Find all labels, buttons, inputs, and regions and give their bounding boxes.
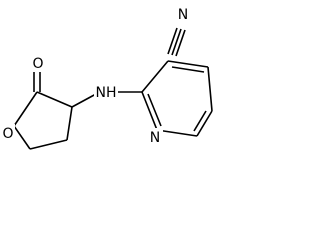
bond-nitrile-1 xyxy=(171,28,182,56)
atom-label-pyridine-n: N xyxy=(150,130,160,146)
bond-co-ch xyxy=(36,91,73,108)
bond-nitrile-2 xyxy=(167,27,178,55)
atom-label-amine-nh: NH xyxy=(96,85,117,101)
bond-ch2-o xyxy=(13,125,31,150)
bond-ch-ch2 xyxy=(66,106,73,141)
bond-c6-c5 xyxy=(196,110,213,137)
atom-label-ring-o: O xyxy=(2,126,13,142)
bond-c2-c1 xyxy=(141,91,158,131)
bond-c4-c3 xyxy=(167,60,209,68)
bond-ch2-ch2 xyxy=(29,139,68,150)
bond-c5-c4 xyxy=(207,66,213,112)
bond-c2-c1-inner xyxy=(147,93,162,127)
bond-c1-c6 xyxy=(156,129,198,137)
bond-nitrile-3 xyxy=(175,29,186,57)
bond-c4-c3-inner xyxy=(171,66,205,73)
bond-c3-c2 xyxy=(141,60,169,93)
chemical-structure-diagram: N O O NH N xyxy=(1,4,213,150)
bond-layer xyxy=(13,27,213,150)
atom-label-carbonyl-o: O xyxy=(32,56,43,72)
bond-nh-ch xyxy=(71,93,97,108)
atom-label-layer: N O O NH N xyxy=(1,4,190,146)
bond-o-co xyxy=(13,91,38,127)
atom-label-nitrile-n: N xyxy=(178,7,188,23)
bond-c6-c5-inner xyxy=(193,110,207,132)
